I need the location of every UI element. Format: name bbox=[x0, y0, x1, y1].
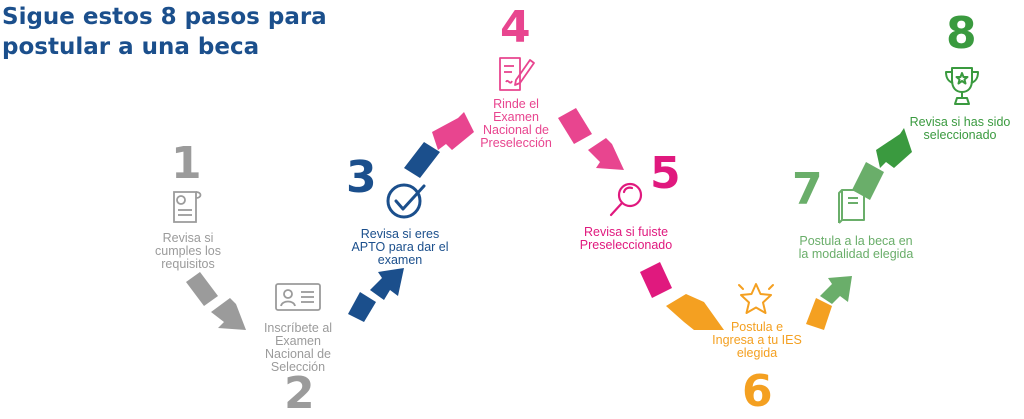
arrow-segment-2a bbox=[348, 292, 376, 322]
checkmark-circle-icon bbox=[386, 183, 426, 219]
arrow-segment-4a bbox=[558, 108, 592, 144]
arrow-segment-6a bbox=[806, 298, 832, 330]
step-6-number: 6 bbox=[742, 366, 773, 417]
arrow-head-6 bbox=[820, 276, 852, 304]
trophy-icon bbox=[945, 67, 979, 105]
step-2-label: Inscríbete al Examen Nacional de Selecci… bbox=[263, 321, 333, 374]
arrow-segment-3a bbox=[404, 142, 440, 178]
step-6-label: Postula e Ingresa a tu IES elegida bbox=[712, 320, 802, 360]
step-7-number: 7 bbox=[792, 164, 823, 215]
step-3-label: Revisa si eres APTO para dar el examen bbox=[351, 227, 449, 267]
arrow-head-4 bbox=[588, 138, 624, 170]
magnifier-icon bbox=[609, 182, 643, 217]
step-8-label: Revisa si has sido seleccionado bbox=[909, 115, 1011, 142]
step-4-number: 4 bbox=[500, 2, 531, 53]
arrow-head-2 bbox=[370, 268, 404, 300]
step-3-number: 3 bbox=[346, 152, 377, 203]
book-icon bbox=[838, 189, 865, 224]
arrow-head-3 bbox=[432, 112, 474, 150]
arrow-head-1 bbox=[211, 298, 246, 330]
arrow-segment-1a bbox=[186, 272, 218, 306]
step-8-number: 8 bbox=[946, 8, 977, 59]
step-5-number: 5 bbox=[650, 148, 681, 199]
document-certificate-icon bbox=[173, 191, 202, 223]
arrow-segment-5a bbox=[640, 262, 672, 298]
exam-pencil-icon bbox=[499, 57, 535, 91]
id-card-icon bbox=[275, 283, 321, 311]
step-5-label: Revisa si fuiste Preseleccionado bbox=[579, 225, 673, 252]
page-title-line1: Sigue estos 8 pasos para bbox=[2, 4, 327, 30]
step-4-label: Rinde el Examen Nacional de Preselección bbox=[480, 97, 552, 150]
page-title-line2: postular a una beca bbox=[2, 34, 260, 60]
arrow-head-7 bbox=[876, 128, 912, 168]
star-icon bbox=[738, 283, 774, 314]
page-title: Sigue estos 8 pasos para postular a una … bbox=[2, 2, 327, 62]
step-1-label: Revisa si cumples los requisitos bbox=[155, 231, 221, 271]
arrow-head-5 bbox=[666, 294, 724, 330]
step-7-label: Postula a la beca en la modalidad elegid… bbox=[798, 234, 914, 261]
step-2-number: 2 bbox=[284, 368, 315, 419]
step-1-number: 1 bbox=[171, 138, 202, 189]
